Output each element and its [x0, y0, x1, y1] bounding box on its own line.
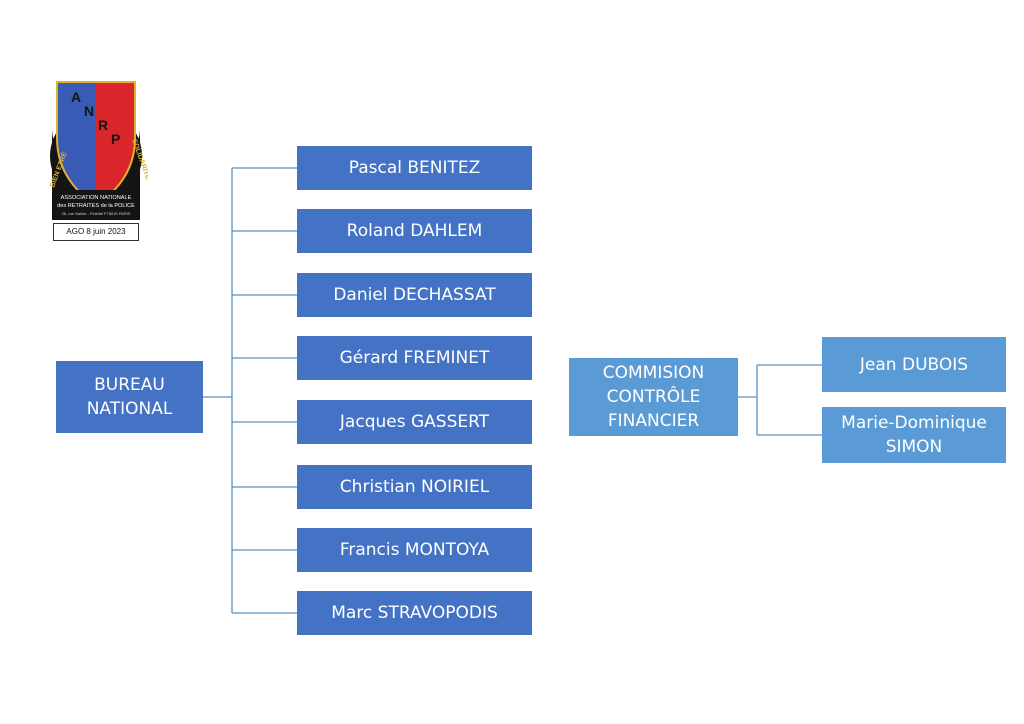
bureau-member-name: Pascal BENITEZ	[348, 158, 481, 178]
bureau-member-name: Roland DAHLEM	[346, 221, 483, 241]
logo-banner-line3: 26, rue Sainte - Fidélité F75015 PARIS	[62, 211, 131, 216]
bureau-member-name: Christian NOIRIEL	[339, 477, 490, 497]
event-label: AGO 8 juin 2023	[53, 223, 139, 241]
bureau-member-name: Francis MONTOYA	[339, 540, 490, 560]
commission-member-box: Marie-Dominique SIMON	[822, 407, 1006, 463]
logo-letter-n: N	[84, 103, 94, 119]
logo-banner	[52, 190, 140, 220]
bureau-member-box: Marc STRAVOPODIS	[297, 591, 532, 635]
bureau-national-box: BUREAU NATIONAL	[56, 361, 203, 433]
bureau-member-name: Marc STRAVOPODIS	[331, 603, 498, 623]
bureau-member-box: Daniel DECHASSAT	[297, 273, 532, 317]
commission-member-name: Marie-Dominique SIMON	[841, 413, 987, 457]
bureau-member-name: Jacques GASSERT	[339, 412, 490, 432]
bureau-member-box: Roland DAHLEM	[297, 209, 532, 253]
commission-member-box: Jean DUBOIS	[822, 337, 1006, 392]
bureau-member-box: Pascal BENITEZ	[297, 146, 532, 190]
logo-letter-r: R	[98, 117, 108, 133]
commission-member-name: Jean DUBOIS	[859, 354, 969, 375]
logo-letter-a: A	[71, 89, 81, 105]
bureau-member-name: Gérard FREMINET	[339, 348, 490, 368]
commission-box: COMMISION CONTRÔLE FINANCIER	[569, 358, 738, 436]
logo-banner-line1: ASSOCIATION NATIONALE	[61, 195, 132, 201]
bureau-member-box: Gérard FREMINET	[297, 336, 532, 380]
bureau-national-title: BUREAU NATIONAL	[86, 375, 173, 419]
logo-banner-line2: des RETRAITES de la POLICE	[57, 203, 135, 209]
bureau-member-box: Jacques GASSERT	[297, 400, 532, 444]
anrp-logo: A N R P BIEN ETRE SOLIDARITE ASSOCIATION…	[49, 81, 148, 220]
logo-letter-p: P	[111, 131, 120, 147]
commission-title: COMMISION CONTRÔLE FINANCIER	[602, 363, 705, 431]
bureau-member-name: Daniel DECHASSAT	[333, 285, 496, 305]
bureau-member-box: Christian NOIRIEL	[297, 465, 532, 509]
bureau-member-box: Francis MONTOYA	[297, 528, 532, 572]
